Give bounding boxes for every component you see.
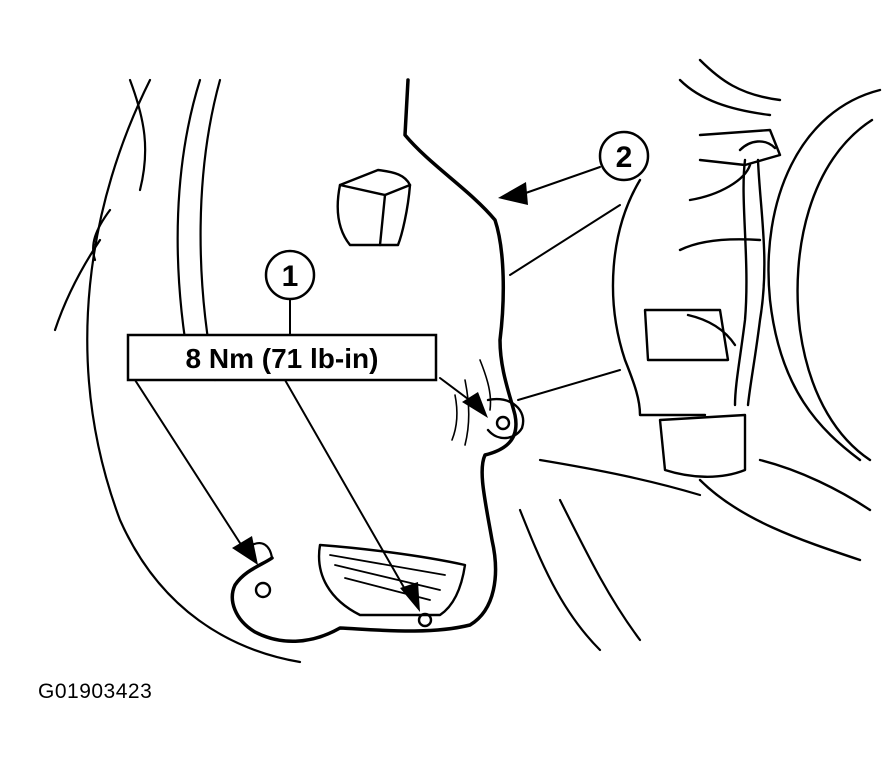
callout-2-leader [509, 166, 621, 401]
callout-2: 2 [598, 130, 650, 182]
torque-label: 8 Nm (71 lb-in) [186, 343, 379, 374]
torque-leaders [134, 377, 473, 599]
arrowhead-left-bolt [232, 536, 258, 565]
torque-label-box: 8 Nm (71 lb-in) [126, 333, 438, 382]
callout-1: 1 [264, 249, 316, 301]
arrowhead-right-bolt [462, 392, 488, 418]
arrowhead-shield-edge [498, 182, 528, 205]
arrowhead-bottom-bolt [400, 582, 420, 612]
callout-1-number: 1 [282, 260, 299, 293]
callout-2-number: 2 [616, 141, 633, 174]
figure-code: G01903423 [38, 680, 153, 703]
arrowheads [232, 182, 528, 612]
fender-arcs [53, 78, 702, 664]
splash-shield [230, 78, 525, 643]
brake-assembly [611, 58, 882, 562]
